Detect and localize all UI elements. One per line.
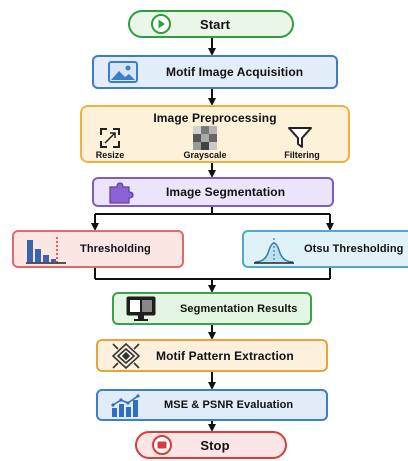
thresholding-label: Thresholding [80,243,151,255]
puzzle-icon [109,182,134,204]
monitor-icon [126,296,156,321]
stop-node: Stop [135,431,287,459]
evaluation-node: MSE & PSNR Evaluation [96,389,328,421]
evaluation-label: MSE & PSNR Evaluation [164,399,294,411]
preprocessing-node: Image Preprocessing Resize Grayscale Fil… [80,105,350,163]
otsu-label: Otsu Thresholding [304,243,404,255]
thresholding-node: Thresholding [12,230,184,268]
results-node: Segmentation Results [112,292,312,325]
results-label: Segmentation Results [180,302,298,315]
otsu-node: Otsu Thresholding [242,230,408,268]
bell-curve-icon [254,238,294,264]
preprocessing-title: Image Preprocessing [153,111,277,125]
extraction-label: Motif Pattern Extraction [156,348,294,363]
stop-label: Stop [200,437,230,453]
histogram-icon [26,237,66,264]
segmentation-node: Image Segmentation [92,177,334,207]
acquisition-node: Motif Image Acquisition [92,55,338,89]
grayscale-label: Grayscale [183,150,227,160]
stop-icon [152,435,172,455]
filter-icon [288,127,312,148]
start-node: Start [128,10,294,38]
start-label: Start [199,16,231,32]
grayscale-icon [193,126,217,150]
acquisition-label: Motif Image Acquisition [166,65,304,79]
extraction-node: Motif Pattern Extraction [96,339,328,372]
filtering-label: Filtering [284,150,320,160]
pattern-icon [112,343,140,369]
segmentation-label: Image Segmentation [166,185,286,199]
image-icon [108,61,138,83]
play-icon [151,14,171,34]
resize-label: Resize [95,150,125,160]
bar-chart-icon [111,394,140,417]
resize-icon [100,128,120,148]
